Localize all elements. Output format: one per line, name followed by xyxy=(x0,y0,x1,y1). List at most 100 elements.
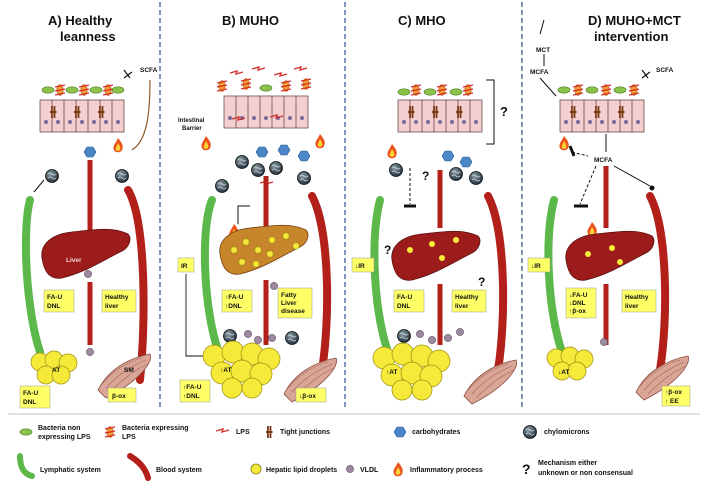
panel-d-inhibit-line xyxy=(579,165,597,205)
legend-inflam-label: Inflammatory process xyxy=(410,467,483,474)
panel-c-lipid-droplet xyxy=(453,237,459,243)
panel-b-lipid-droplet xyxy=(254,246,262,254)
panel-d-mcfa-top-label: MCFA xyxy=(530,69,549,76)
panel-a-arrow xyxy=(33,179,45,193)
panel-d-liver-icon xyxy=(565,230,655,281)
panel-a-at-box-line2: DNL xyxy=(23,399,36,406)
panel-b-chylomicron-icon xyxy=(215,179,229,193)
panel-c-lipid-droplet xyxy=(439,255,445,261)
panel-a-blood-vessel xyxy=(124,186,148,384)
panel-c-bacteria-lps-icon xyxy=(436,83,448,97)
panel-c-bracket xyxy=(486,79,495,145)
panel-a-healthy-liver-box xyxy=(101,289,137,313)
panel-a-vldl-icon xyxy=(84,270,92,278)
panel-c-question-gut: ? xyxy=(500,104,508,119)
panel-d-healthy-line2: liver xyxy=(625,303,639,310)
panel-c-bacteria-icon xyxy=(397,88,411,96)
panel-d-lipid-droplet xyxy=(609,245,615,251)
panel-b-fatty-line3: disease xyxy=(281,308,305,315)
panel-a-lymphatic-vessel xyxy=(21,196,44,356)
panel-c-title: C) MHO xyxy=(398,13,446,28)
panel-a-healthy-line2: liver xyxy=(105,303,119,310)
panel-b-lipid-droplet xyxy=(238,258,246,266)
legend-bacteria-lps-line1: Bacteria expressing xyxy=(122,425,189,432)
legend-bacteria-non-line2: expressing LPS xyxy=(38,434,91,441)
panel-b-vldl-icon xyxy=(270,282,278,290)
legend-question-icon: ? xyxy=(522,461,531,477)
panel-d-title-line2: intervention xyxy=(594,29,668,44)
panel-b-lipid-droplet xyxy=(242,238,250,246)
panel-d-sm-box-line1: ↑β-ox xyxy=(665,389,682,396)
panel-c-adipose-icon xyxy=(372,342,451,401)
panel-c-chylomicron-icon xyxy=(469,171,483,185)
panel-d-bacteria-lps-icon xyxy=(600,83,612,97)
panel-a-liver-box-line2: DNL xyxy=(47,303,60,310)
panel-b-at-box-line1: ↑FA-U xyxy=(183,384,202,391)
panel-d-inhibit-icon xyxy=(641,69,651,79)
panel-c-chylomicron-icon xyxy=(389,163,403,177)
panel-b-at-box xyxy=(179,379,211,403)
legend-bacteria-lps-icon xyxy=(104,425,116,439)
panel-d-mcfa-muscle-line xyxy=(613,165,651,187)
panel-a-title-line1: A) Healthy xyxy=(48,13,113,28)
legend-lps-label: LPS xyxy=(236,429,250,436)
panel-b-intestine-icon xyxy=(223,95,309,129)
panel-c-lipid-droplet xyxy=(407,247,413,253)
panel-c-lipid-droplet xyxy=(429,241,435,247)
panel-a-inhibit-icon xyxy=(123,69,133,79)
panel-b-arrow xyxy=(237,205,250,224)
panel-a-bacteria-lps-icon xyxy=(54,83,66,97)
panel-d-liver-box-line3: ↑β-ox xyxy=(569,308,586,315)
panel-d-lipid-droplet xyxy=(617,259,623,265)
panel-b-chylomicron-icon xyxy=(297,171,311,185)
panel-b-title: B) MUHO xyxy=(222,13,279,28)
panel-d-bacteria-icon xyxy=(557,86,571,94)
panel-a-carbohydrate-icon xyxy=(83,146,97,158)
panel-a-scfa-path xyxy=(131,79,151,151)
panel-c-question-mid: ? xyxy=(422,169,429,183)
panel-d-sm-box xyxy=(661,385,691,407)
panel-d-mct-line xyxy=(539,19,545,35)
panel-b-chylomicron-icon xyxy=(223,329,237,343)
panel-c-bacteria-lps-icon xyxy=(410,83,422,97)
panel-b-lipid-droplet xyxy=(268,236,276,244)
panel-b-lps-icon xyxy=(293,66,308,71)
legend-lymph-label: Lymphatic system xyxy=(40,467,101,474)
panel-a: A) Healthy leanness SCFA Liver FA-U DNL … xyxy=(19,13,158,409)
legend-vldl-label: VLDL xyxy=(360,467,379,474)
legend: Bacteria non expressing LPS Bacteria exp… xyxy=(17,425,633,481)
panel-b-chylomicron-icon xyxy=(285,331,299,345)
panel-b-fatty-liver-box xyxy=(277,287,313,319)
legend-tight-junction-icon xyxy=(266,426,273,438)
panel-b-vldl-icon xyxy=(254,336,262,344)
panel-a-inflammation-icon xyxy=(113,138,123,153)
panel-b-bacteria-lps-icon xyxy=(300,77,312,91)
panel-a-bacteria-lps-icon xyxy=(102,83,114,97)
panel-b-sm-box xyxy=(295,387,327,403)
panel-b-carbohydrate-icon xyxy=(255,146,269,158)
panel-b-vldl-icon xyxy=(268,334,276,342)
legend-lps-icon xyxy=(215,428,230,433)
panel-b-ir-arrow xyxy=(185,274,210,357)
panel-d-healthy-line1: Healthy xyxy=(625,294,649,301)
panel-a-at-box-line1: FA-U xyxy=(23,390,38,397)
panel-d-sm-box-line2: ↑ EE xyxy=(665,398,679,405)
panel-b-chylomicron-icon xyxy=(269,161,283,175)
panel-b-lipid-droplet xyxy=(266,250,274,258)
panel-d-mcfa-arrow xyxy=(539,77,557,97)
panel-d-bacteria-lps-icon xyxy=(572,83,584,97)
legend-bacteria-non-line1: Bacteria non xyxy=(38,425,80,432)
panel-d-mct-label: MCT xyxy=(536,47,550,54)
panel-b-liver-metabolism-box xyxy=(221,289,253,313)
panel-b-at-box-line2: ↑DNL xyxy=(183,393,200,400)
panel-c-at-label: ↑AT xyxy=(386,369,397,376)
panel-a-bacteria-icon xyxy=(41,86,55,94)
panel-a-at-box xyxy=(19,385,51,409)
panel-d-mcfa-dot xyxy=(649,185,655,191)
panel-d-bacteria-icon xyxy=(613,86,627,94)
panel-a-healthy-line1: Healthy xyxy=(105,294,129,301)
legend-droplets-label: Hepatic lipid droplets xyxy=(266,467,337,474)
panel-c-chylomicron-icon xyxy=(397,329,411,343)
panel-c-bacteria-icon xyxy=(449,88,463,96)
panel-b-lps-icon xyxy=(251,66,266,71)
